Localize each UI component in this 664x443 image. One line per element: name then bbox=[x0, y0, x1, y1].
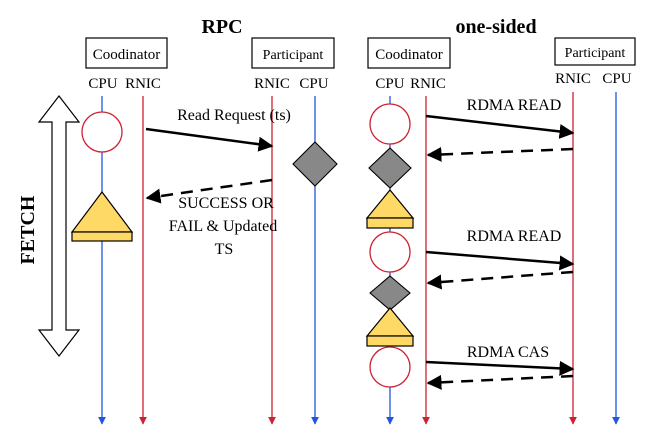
rpc-coord-circle bbox=[81, 111, 123, 153]
rpc-coord-cpu-label: CPU bbox=[88, 76, 117, 92]
onesided-title: one-sided bbox=[455, 16, 536, 38]
onesided-part-cpu-label: CPU bbox=[602, 71, 631, 87]
onesided-part-rnic-label: RNIC bbox=[555, 71, 591, 87]
onesided-triangle-2 bbox=[365, 307, 415, 337]
onesided-triangle-2-base bbox=[366, 335, 414, 347]
rpc-coordinator-box bbox=[85, 37, 168, 69]
onesided-op3-label: RDMA CAS bbox=[467, 344, 549, 361]
onesided-coord-rnic-label: RNIC bbox=[410, 76, 446, 92]
fetch-double-arrow bbox=[37, 95, 81, 357]
rpc-response-line-2: FAIL & Updated bbox=[169, 218, 277, 235]
onesided-coordinator-box bbox=[367, 37, 451, 69]
rpc-response-arrow bbox=[145, 178, 273, 204]
onesided-op3-response-arrow bbox=[426, 374, 574, 390]
onesided-diamond-2 bbox=[369, 275, 411, 311]
onesided-participant-label: Participant bbox=[565, 46, 626, 61]
rpc-request-arrow bbox=[145, 127, 274, 152]
rpc-title: RPC bbox=[201, 16, 242, 38]
onesided-op2-response-arrow bbox=[426, 270, 574, 290]
onesided-op1-response-arrow bbox=[426, 146, 574, 162]
rpc-coord-triangle-base bbox=[71, 231, 133, 242]
onesided-circle-3 bbox=[369, 346, 411, 388]
onesided-op2-label: RDMA READ bbox=[467, 228, 562, 245]
rpc-participant-label: Participant bbox=[263, 48, 324, 63]
onesided-op1-label: RDMA READ bbox=[467, 97, 562, 114]
onesided-op3-request-arrow bbox=[425, 360, 575, 376]
rpc-participant-box bbox=[251, 37, 335, 69]
onesided-circle-2 bbox=[369, 231, 411, 273]
rpc-response-line-3: TS bbox=[215, 241, 234, 258]
onesided-diamond-1 bbox=[368, 147, 412, 189]
onesided-op2-request-arrow bbox=[425, 250, 575, 271]
rpc-coord-rnic-label: RNIC bbox=[125, 76, 161, 92]
rpc-request-label: Read Request (ts) bbox=[177, 107, 291, 124]
onesided-op1-request-arrow bbox=[425, 114, 575, 139]
onesided-triangle-1 bbox=[365, 189, 415, 219]
rpc-coord-triangle bbox=[70, 191, 134, 233]
rpc-part-cpu-label: CPU bbox=[299, 76, 328, 92]
onesided-circle-1 bbox=[369, 103, 411, 145]
rpc-response-line-1: SUCCESS OR bbox=[178, 195, 274, 212]
onesided-coord-cpu-label: CPU bbox=[375, 76, 404, 92]
onesided-participant-box bbox=[554, 37, 636, 66]
fetch-label: FETCH bbox=[17, 195, 39, 264]
rpc-coordinator-label: Coodinator bbox=[93, 47, 161, 63]
onesided-triangle-1-base bbox=[366, 217, 414, 229]
rpc-part-rnic-label: RNIC bbox=[254, 76, 290, 92]
rpc-participant-diamond bbox=[292, 141, 338, 187]
onesided-coordinator-label: Coodinator bbox=[375, 47, 443, 63]
